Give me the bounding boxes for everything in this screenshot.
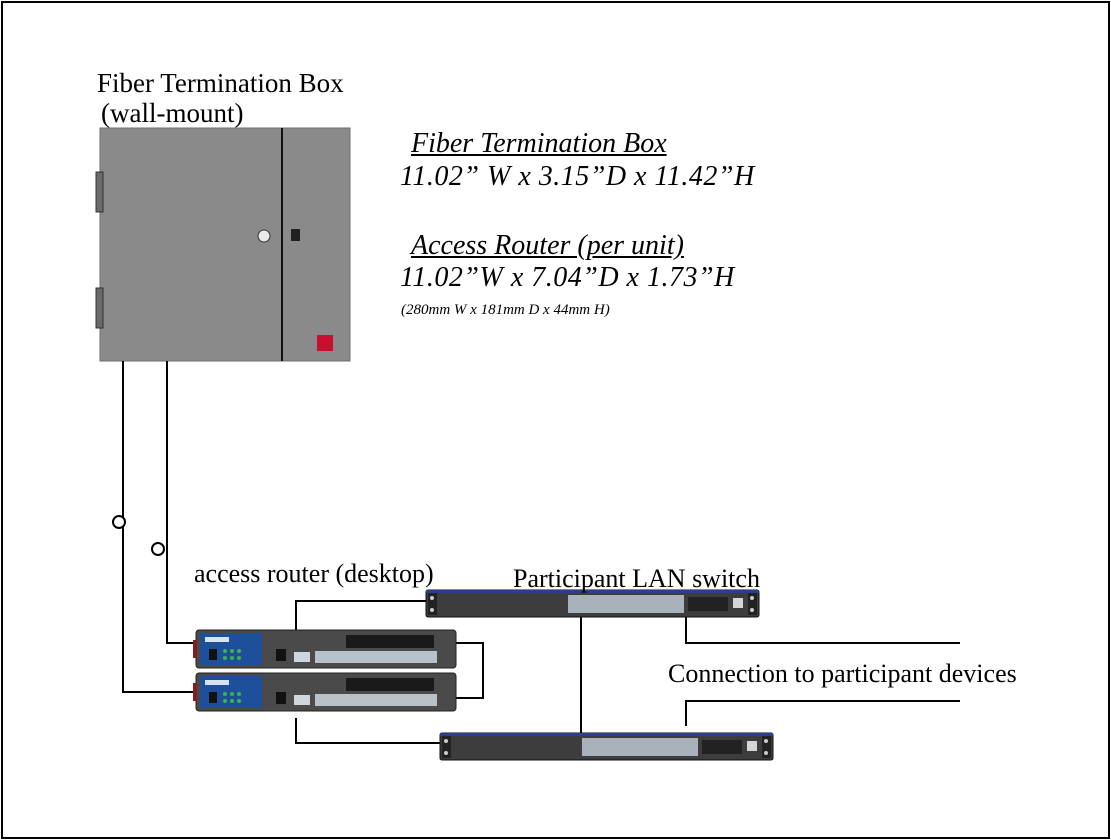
spec-router-title: Access Router (per unit): [411, 230, 684, 261]
lock-knob: [257, 229, 271, 243]
participant-devices-label: Connection to participant devices: [668, 659, 1017, 688]
fiber-cables: [112, 361, 197, 693]
latch: [291, 229, 300, 241]
fiber-box-subtitle: (wall-mount): [101, 98, 244, 128]
interconnect-lines: [295, 600, 960, 744]
spec-fiber-box-dimensions: 11.02” W x 3.15”D x 11.42”H: [400, 161, 755, 192]
access-router-label: access router (desktop): [194, 559, 434, 588]
spec-router-metric: (280mm W x 181mm D x 44mm H): [401, 302, 610, 318]
hinge-top: [95, 171, 104, 213]
access-router-1: [193, 629, 457, 669]
lan-switch-top: [425, 589, 760, 618]
access-router-2: [193, 672, 457, 712]
lan-switch-bottom: [439, 732, 774, 761]
hinge-bottom: [95, 287, 104, 329]
spec-router-dimensions: 11.02”W x 7.04”D x 1.73”H: [400, 262, 735, 293]
fiber-termination-box: [95, 127, 351, 362]
fiber-box-title: Fiber Termination Box: [97, 68, 344, 98]
warning-label: [317, 335, 333, 351]
spec-fiber-box-title: Fiber Termination Box: [411, 128, 667, 159]
lan-switch-label: Participant LAN switch: [513, 564, 760, 593]
